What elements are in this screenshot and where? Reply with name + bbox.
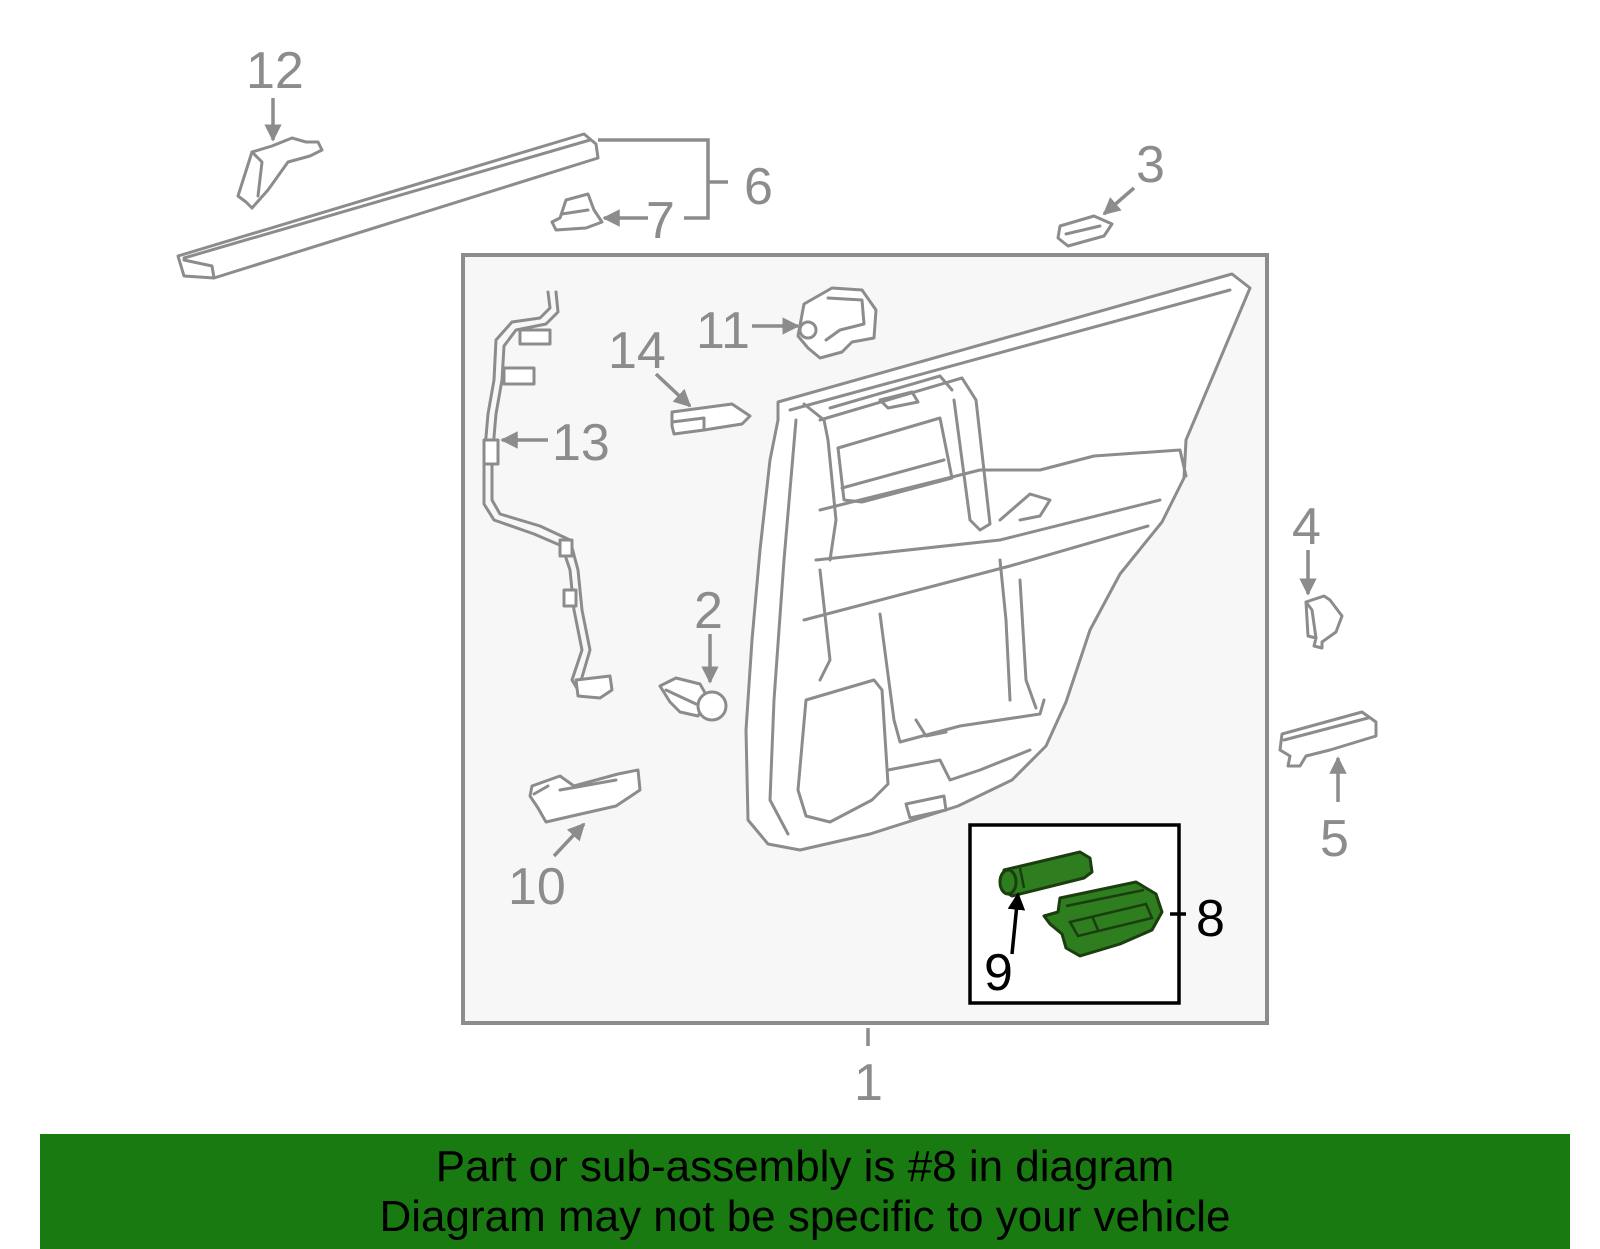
callout-13: 13 (552, 414, 610, 472)
callout-6: 6 (744, 158, 773, 216)
part-11-switch-bezel (796, 286, 878, 360)
part-9-highlighted (998, 850, 1094, 898)
callout-5: 5 (1320, 810, 1349, 868)
door-trim-panel (744, 272, 1252, 852)
part-14-clip (670, 402, 752, 436)
callout-10: 10 (508, 858, 566, 916)
part-7-clip (550, 192, 604, 232)
part-8-highlighted (1042, 880, 1164, 958)
callout-14: 14 (608, 322, 666, 380)
notice-line-2: Diagram may not be specific to your vehi… (379, 1192, 1231, 1241)
callout-12: 12 (246, 42, 304, 100)
callout-3: 3 (1136, 136, 1165, 194)
callout-8: 8 (1196, 890, 1225, 948)
part-13-wire-harness (482, 290, 614, 700)
part-10-inside-handle (528, 768, 642, 824)
callout-9: 9 (984, 944, 1013, 1002)
callout-1: 1 (854, 1054, 883, 1112)
part-2-push-clip (658, 676, 728, 722)
part-4-clip (1304, 594, 1344, 650)
part-3-trim (1056, 214, 1114, 248)
notice-line-1: Part or sub-assembly is #8 in diagram (435, 1142, 1175, 1191)
callout-4: 4 (1292, 498, 1321, 556)
part-6-belt-moulding (176, 132, 600, 280)
callout-11: 11 (696, 302, 750, 360)
callout-2: 2 (694, 582, 723, 640)
part-5-pull-cover (1278, 710, 1378, 768)
part-12-bracket (236, 136, 324, 210)
callout-7: 7 (646, 192, 675, 250)
notice-banner: Part or sub-assembly is #8 in diagram Di… (40, 1134, 1570, 1249)
